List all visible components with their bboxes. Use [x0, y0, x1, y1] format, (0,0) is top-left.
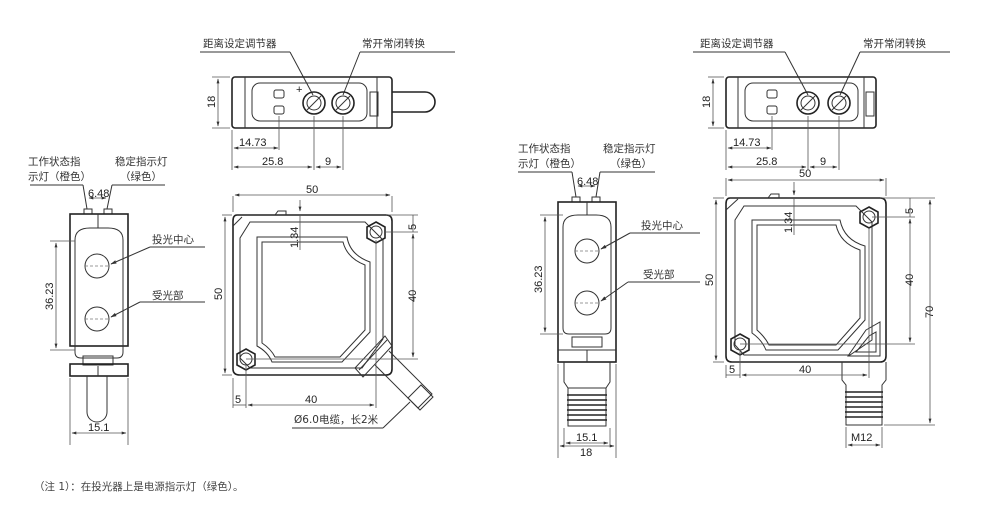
label-no-nc-switch: 常开常闭转换: [362, 37, 425, 50]
svg-text:+: +: [296, 84, 302, 96]
label-stable-indicator-2: （绿色）: [120, 170, 162, 183]
label-receiver-2: 受光部: [643, 268, 675, 281]
dim-width: 15.1: [88, 422, 109, 434]
dim-side-height-2: 50: [704, 274, 716, 286]
label-stable-indicator-1b: 稳定指示灯: [603, 142, 656, 155]
dim-hole-spacing-h: 40: [305, 394, 317, 406]
label-no-nc-switch-2: 常开常闭转换: [863, 37, 926, 50]
side-view-cable: 50 50 1.34 5 40 5 40 Ø6.0电缆，长2米: [213, 184, 434, 429]
dim-hole-spacing-h-2: 40: [799, 364, 811, 376]
dim-top-offset: 1.34: [289, 227, 301, 248]
dim-total-height: 70: [924, 306, 936, 318]
dim-led-offset-2: 14.73: [733, 137, 761, 149]
dim-hole-spacing-v: 40: [407, 290, 419, 302]
label-status-indicator-1b: 工作状态指: [518, 142, 571, 155]
dim-led-spacing: 6.48: [88, 188, 109, 200]
side-view-connector: 50 50 1.34 5 40 70 5 40: [704, 168, 936, 448]
dim-side-width: 50: [306, 184, 318, 196]
label-cable-note: Ø6.0电缆，长2米: [294, 413, 379, 426]
front-view-cable: 工作状态指 示灯（橙色） 稳定指示灯 （绿色） 6.48 投光中心: [28, 155, 205, 445]
label-emitter-center: 投光中心: [152, 233, 194, 246]
label-distance-adjuster: 距离设定调节器: [203, 37, 277, 50]
dim-knob-offset-2: 25.8: [756, 156, 777, 168]
label-status-indicator-2: 示灯（橙色）: [28, 170, 91, 183]
dim-hole-offset-left: 5: [235, 394, 241, 406]
thread-front: [567, 394, 607, 421]
dim-side-width-2: 50: [799, 168, 811, 180]
footnote: （注 1）：在投光器上是电源指示灯（绿色）。: [34, 481, 244, 493]
dim-hole-offset-right: 5: [407, 224, 419, 230]
label-status-indicator-1: 工作状态指: [28, 155, 81, 168]
dim-knob-pitch: 9: [325, 156, 331, 168]
dim-knob-offset: 25.8: [262, 156, 283, 168]
front-view-connector: 工作状态指 示灯（橙色） 稳定指示灯 （绿色） 6.48: [518, 142, 700, 459]
dim-hole-spacing-v-2: 40: [904, 274, 916, 286]
dim-hole-offset-right-2: 5: [904, 208, 916, 214]
dim-hole-offset-left-2: 5: [729, 364, 735, 376]
dim-height: 18: [206, 96, 218, 108]
label-emitter-center-2: 投光中心: [641, 219, 683, 232]
label-stable-indicator-2b: （绿色）: [610, 157, 652, 170]
dim-inner-width: 15.1: [576, 432, 597, 444]
dim-thread: M12: [851, 432, 872, 444]
dim-optical-height-2: 36.23: [533, 265, 545, 293]
dim-side-height: 50: [213, 288, 225, 300]
dim-height-2: 18: [701, 96, 713, 108]
label-stable-indicator-1: 稳定指示灯: [115, 155, 168, 168]
dim-optical-height: 36.23: [44, 282, 56, 310]
label-receiver: 受光部: [152, 289, 184, 302]
connector-model: 距离设定调节器 常开常闭转换 18: [518, 37, 950, 459]
thread-side: [845, 391, 883, 418]
dim-led-spacing-2: 6.48: [577, 176, 598, 188]
label-status-indicator-2b: 示灯（橙色）: [518, 157, 581, 170]
top-view-cable: 距离设定调节器 常开常闭转换 + 18: [200, 37, 455, 170]
dim-knob-pitch-2: 9: [820, 156, 826, 168]
cable-model: 距离设定调节器 常开常闭转换 + 18: [28, 37, 455, 445]
label-distance-adjuster-2: 距离设定调节器: [700, 37, 774, 50]
dim-led-offset: 14.73: [239, 137, 267, 149]
dim-outer-width: 18: [580, 447, 592, 459]
top-view-connector: 距离设定调节器 常开常闭转换 18: [693, 37, 950, 170]
dim-top-offset-2: 1.34: [783, 212, 795, 233]
